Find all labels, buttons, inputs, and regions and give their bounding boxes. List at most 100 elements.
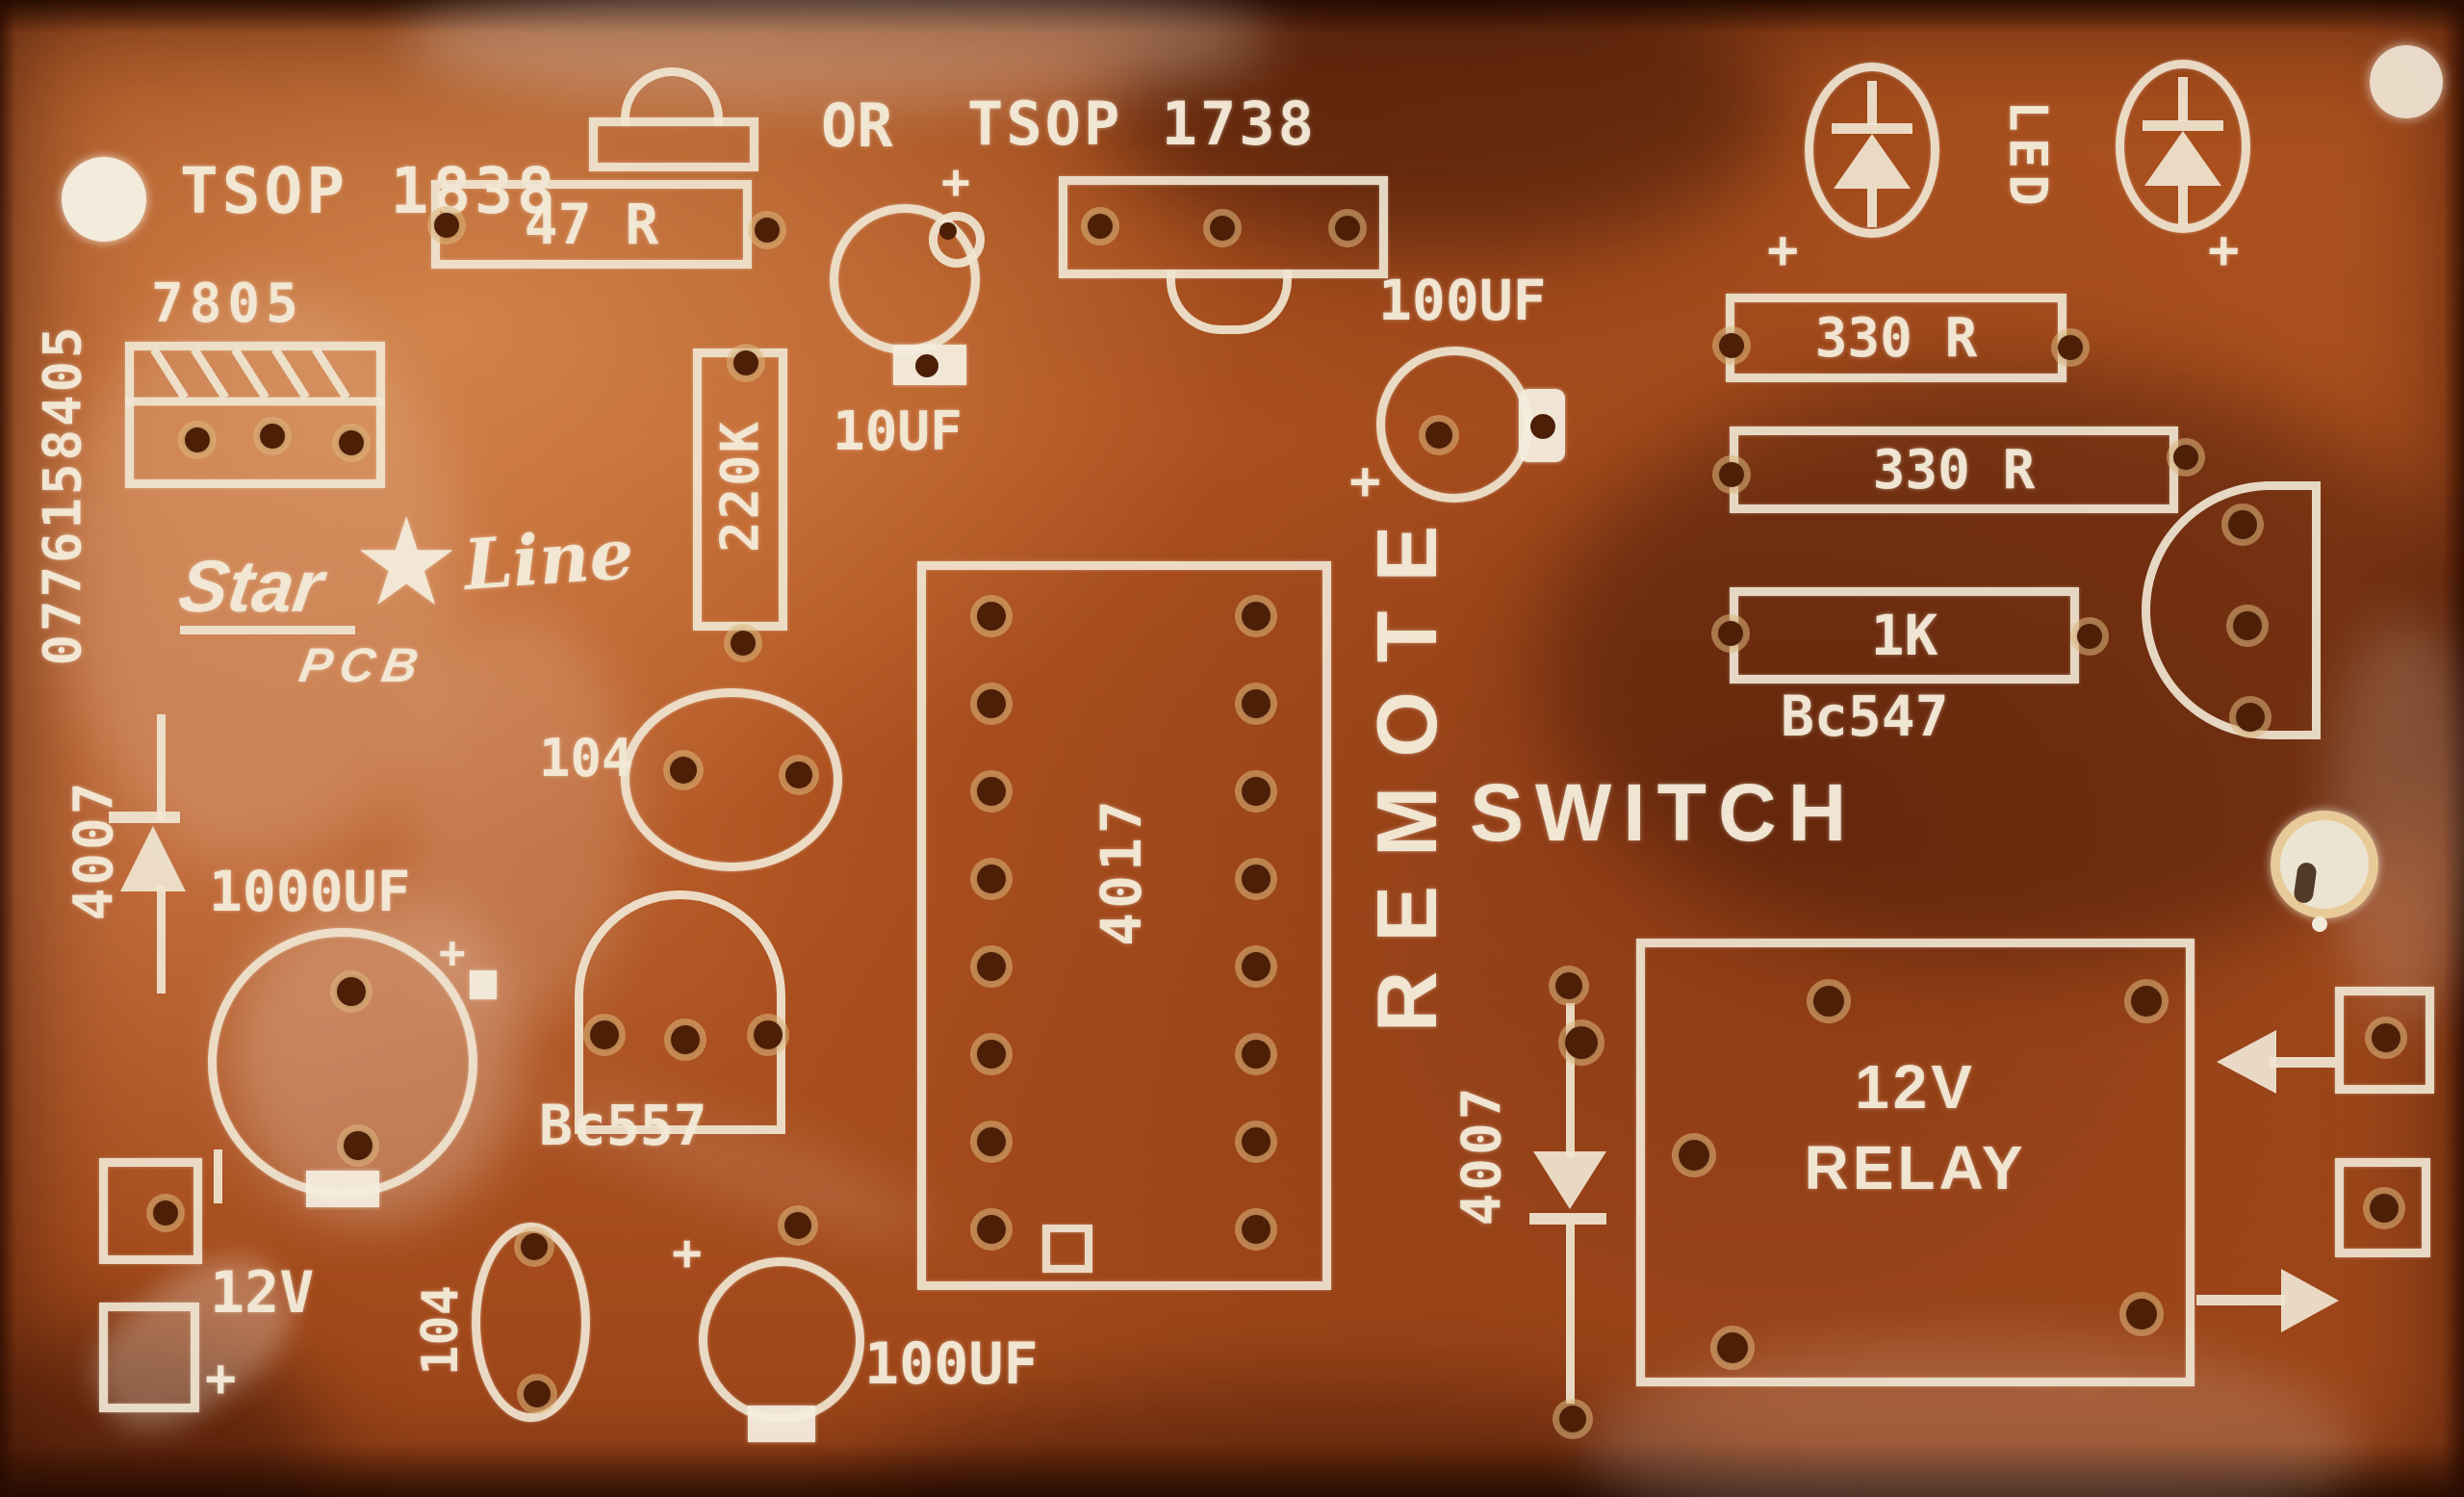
plus-mark: + — [439, 926, 466, 978]
drill-hole — [2372, 1023, 2400, 1052]
cap-1000uf-outline — [208, 928, 477, 1198]
ic-pin-hole — [1242, 952, 1270, 981]
drill-hole — [1565, 1026, 1598, 1059]
label-remote: REMOTE — [1359, 496, 1454, 1033]
bc557-package — [575, 890, 785, 1134]
drill-hole — [754, 1020, 783, 1049]
drill-hole — [1555, 972, 1582, 999]
tsop1738-package — [1059, 176, 1388, 278]
drill-hole — [671, 1025, 700, 1054]
star-icon: ★ — [358, 503, 455, 623]
plus-mark: + — [941, 154, 971, 210]
label-4007-left: 4007 — [63, 779, 126, 921]
drill-hole — [1559, 1406, 1586, 1432]
resistor-330r-a-outline: 330 R — [1726, 294, 2066, 382]
drill-hole — [2228, 510, 2257, 539]
minus-mark — [214, 1149, 222, 1203]
relay-pin-hole — [1813, 986, 1844, 1017]
ic-pin-hole — [1242, 777, 1270, 806]
drill-hole — [1425, 422, 1452, 449]
ic-pin-hole — [977, 689, 1006, 718]
drill-hole — [1335, 216, 1360, 241]
drill-hole — [2058, 335, 2083, 360]
resistor-1k-outline: 1K — [1730, 587, 2079, 684]
ic-pin-hole — [977, 777, 1006, 806]
cap-100uf-bottom-pad — [748, 1406, 815, 1442]
label-tsop1738: TSOP 1738 — [967, 89, 1317, 159]
connector-square-pos — [99, 1303, 199, 1412]
label-1000uf: 1000UF — [209, 859, 411, 924]
logo-line-text: Line — [461, 511, 636, 607]
cap-100uf-bottom-outline — [699, 1257, 864, 1423]
drill-hole — [2173, 445, 2198, 470]
drill-hole — [2236, 703, 2265, 732]
pad-ring — [929, 212, 985, 268]
drill-hole — [1718, 621, 1743, 646]
resistor-47r-outline: 47 R — [431, 180, 752, 269]
drill-hole — [1719, 333, 1744, 358]
drill-hole — [915, 354, 938, 377]
relay-pin-hole — [2131, 986, 2162, 1017]
plus-mark: + — [2208, 219, 2240, 280]
drill-hole — [521, 1233, 548, 1260]
resistor-330r-b-outline: 330 R — [1730, 426, 2178, 513]
board-left-edge — [0, 0, 15, 1497]
label-330r-b: 330 R — [1872, 438, 2036, 502]
relay-pin-hole — [2126, 1299, 2157, 1329]
drill-hole — [524, 1381, 551, 1407]
drill-hole — [1530, 414, 1555, 439]
board-right-edge — [2443, 0, 2464, 1497]
label-bc547: Bc547 — [1781, 684, 1949, 749]
label-104-mid: 104 — [539, 728, 633, 788]
cap-104-mid-outline — [621, 688, 842, 871]
drill-hole — [153, 1200, 178, 1226]
drill-hole — [785, 761, 812, 788]
label-serial-number: 0776158405 — [32, 323, 93, 666]
arrow-to-relay — [2217, 1030, 2335, 1094]
drill-hole — [2370, 1194, 2399, 1223]
label-330r-a: 330 R — [1814, 306, 1978, 370]
reg7805-outline — [125, 342, 385, 488]
drill-hole — [2233, 611, 2262, 640]
mounting-hole — [2271, 811, 2378, 918]
label-7805: 7805 — [151, 272, 304, 335]
board-bottom-edge — [0, 1444, 2464, 1497]
cap-1000uf-pad — [306, 1171, 379, 1207]
ic-pin-hole — [1242, 1040, 1270, 1069]
relay-pin-hole — [1717, 1332, 1748, 1363]
label-relay-relay: RELAY — [1804, 1133, 2027, 1202]
plus-mark: + — [205, 1348, 237, 1408]
label-led: LED — [1997, 100, 2059, 212]
ic-pin-hole — [977, 952, 1006, 981]
label-switch: SWITCH — [1470, 767, 1859, 858]
drill-hole — [337, 977, 366, 1006]
ic-pin-hole — [1242, 865, 1270, 893]
drill-hole — [590, 1020, 619, 1049]
led-right-outline — [2116, 60, 2250, 233]
drill-hole — [731, 631, 756, 656]
drill-hole — [784, 1212, 811, 1239]
label-bc557: Bc557 — [539, 1093, 707, 1158]
tsop1838-dome — [621, 67, 723, 126]
board-top-edge — [0, 0, 2464, 33]
label-relay-12v: 12V — [1855, 1052, 1976, 1122]
drill-hole — [185, 427, 210, 452]
cap-100uf-top-outline — [1376, 347, 1532, 503]
drill-hole — [339, 430, 364, 455]
reg7805-heatsink-hatch — [125, 347, 385, 406]
label-104-bl: 104 — [412, 1285, 470, 1376]
corner-hole — [2370, 45, 2443, 118]
label-100uf-top: 100UF — [1378, 268, 1547, 333]
label-tsop1838: TSOP 1838 — [180, 154, 559, 228]
label-1k: 1K — [1870, 603, 1938, 668]
label-4017: 4017 — [1089, 796, 1154, 946]
relay-outline — [1636, 939, 2194, 1386]
drill-hole — [260, 424, 285, 449]
plus-mark: + — [672, 1225, 703, 1282]
ic4017-outline — [917, 561, 1331, 1290]
label-10uf: 10UF — [833, 400, 962, 463]
diode-symbol-middle — [1529, 1003, 1606, 1404]
drill-hole — [344, 1131, 372, 1160]
led-left-outline — [1805, 63, 1939, 238]
